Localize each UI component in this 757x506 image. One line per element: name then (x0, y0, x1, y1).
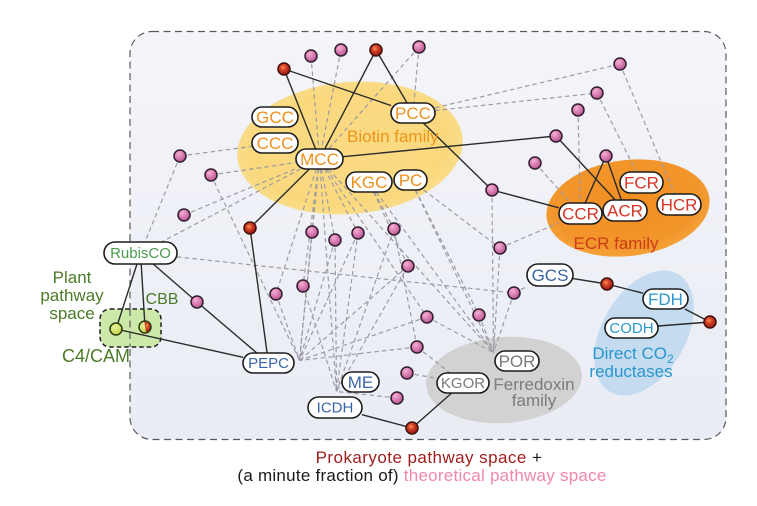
svg-text:GCC: GCC (256, 108, 294, 127)
svg-text:PEPC: PEPC (248, 355, 289, 372)
svg-text:Plant: Plant (53, 268, 92, 287)
svg-text:(a minute fraction of) theoret: (a minute fraction of) theoretical pathw… (237, 466, 606, 485)
svg-text:FDH: FDH (648, 290, 683, 309)
svg-text:PC: PC (399, 171, 423, 190)
svg-text:CCR: CCR (562, 205, 599, 224)
svg-text:CBB: CBB (146, 291, 179, 308)
svg-text:MCC: MCC (300, 150, 339, 169)
svg-text:C4/CAM: C4/CAM (62, 346, 130, 366)
svg-text:Biotin family: Biotin family (347, 127, 439, 146)
svg-text:KGOR: KGOR (441, 375, 485, 392)
svg-text:RubisCO: RubisCO (110, 245, 171, 262)
svg-text:family: family (512, 391, 557, 410)
svg-text:PCC: PCC (395, 104, 431, 123)
svg-text:Prokaryote pathway space +: Prokaryote pathway space + (316, 448, 543, 467)
svg-text:space: space (49, 304, 94, 323)
svg-text:Direct CO2: Direct CO2 (592, 344, 674, 366)
svg-text:Ferredoxin: Ferredoxin (493, 375, 574, 394)
svg-text:CODH: CODH (609, 320, 653, 337)
svg-text:GCS: GCS (532, 266, 569, 285)
svg-text:pathway: pathway (40, 286, 104, 305)
svg-text:KGC: KGC (351, 173, 388, 192)
svg-text:CCC: CCC (257, 134, 294, 153)
svg-text:ICDH: ICDH (317, 400, 354, 417)
svg-text:ME: ME (348, 373, 374, 392)
svg-text:ECR family: ECR family (573, 234, 659, 253)
svg-text:POR: POR (499, 352, 536, 371)
svg-text:reductases: reductases (589, 362, 672, 381)
svg-text:FCR: FCR (624, 174, 659, 193)
svg-text:ACR: ACR (607, 202, 643, 221)
svg-text:HCR: HCR (661, 196, 698, 215)
